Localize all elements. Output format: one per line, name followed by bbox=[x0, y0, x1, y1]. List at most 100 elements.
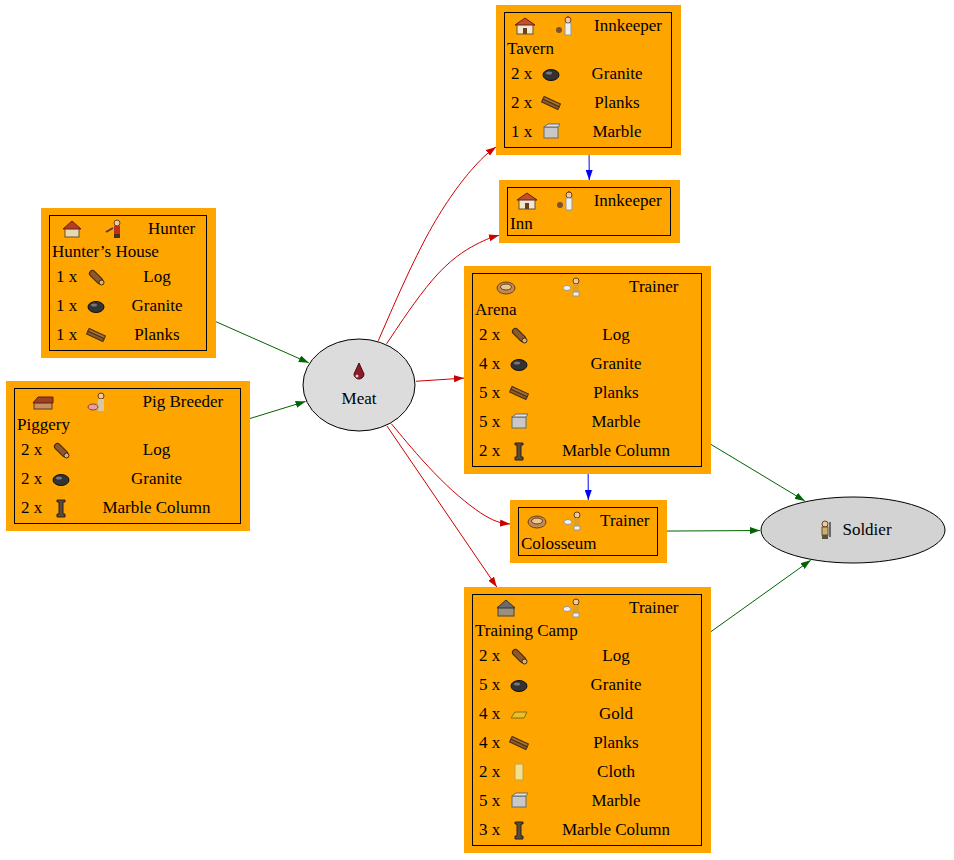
trainer-icon-part bbox=[573, 278, 579, 284]
cost-amount: 4 x bbox=[475, 733, 505, 753]
marble-icon bbox=[540, 121, 562, 143]
innkeeper-icon-part bbox=[556, 27, 562, 33]
soldier-icon bbox=[814, 519, 836, 541]
granite-icon-part bbox=[514, 682, 520, 685]
cost-row: 4 xGranite bbox=[475, 349, 699, 378]
cost-ware: Marble bbox=[533, 791, 699, 811]
cost-icon-cell bbox=[505, 703, 533, 725]
innkeeper-icon bbox=[554, 15, 576, 37]
marble-icon-part bbox=[512, 417, 526, 428]
log-icon-part bbox=[511, 327, 527, 343]
box-frame: TrainerTraining Camp2 xLog5 xGranite4 xG… bbox=[472, 594, 702, 846]
inn-icon-part bbox=[515, 18, 535, 25]
marble-icon-part bbox=[512, 796, 526, 807]
innkeeper-icon-part bbox=[565, 17, 571, 23]
cost-icon-cell bbox=[505, 382, 533, 404]
cost-row: 1 xPlanks bbox=[52, 320, 204, 349]
trainer-icon-part bbox=[573, 605, 579, 613]
cost-row: 2 xCloth bbox=[475, 757, 699, 786]
trainer-icon-part bbox=[573, 292, 579, 296]
cost-row: 5 x Marble bbox=[475, 786, 699, 815]
planks-icon bbox=[508, 382, 530, 404]
cost-row: 1 xGranite bbox=[52, 291, 204, 320]
box-frame: InnkeeperTavern2 xGranite2 xPlanks1 xMar… bbox=[504, 12, 672, 148]
innkeeper-icon-part bbox=[566, 192, 572, 198]
log-icon-part bbox=[511, 648, 527, 664]
cost-row: 5 xPlanks bbox=[475, 378, 699, 407]
ware-ellipse: Soldier bbox=[760, 496, 946, 564]
inn-icon-part bbox=[525, 203, 529, 209]
building-box: TrainerArena2 xLog4 xGranite5 xPlanks5 x… bbox=[464, 266, 711, 474]
worker-name: Trainer bbox=[629, 277, 678, 297]
box-header: Innkeeper bbox=[507, 14, 669, 38]
cost-amount: 2 x bbox=[17, 440, 47, 460]
cost-amount: 1 x bbox=[52, 296, 82, 316]
cost-icon-cell bbox=[82, 324, 110, 346]
building-name: Piggery bbox=[17, 414, 238, 435]
cost-amount: 2 x bbox=[475, 762, 505, 782]
ellipse-content: Meat bbox=[342, 361, 377, 409]
meat-icon-part bbox=[354, 363, 364, 379]
trainer-icon-part bbox=[573, 599, 579, 605]
cost-icon-cell bbox=[505, 761, 533, 783]
granite-icon-part bbox=[56, 476, 62, 479]
granite-icon bbox=[540, 63, 562, 85]
marble-icon-part bbox=[544, 127, 558, 138]
building-name: Colosseum bbox=[521, 533, 655, 554]
log-icon-part bbox=[522, 338, 527, 343]
cost-row: 4 xGold bbox=[475, 699, 699, 728]
trainer-icon-part bbox=[574, 512, 580, 518]
hunter-icon-part bbox=[114, 220, 120, 226]
column-icon-part bbox=[515, 822, 523, 839]
cost-row: 1 xLog bbox=[52, 262, 204, 291]
breeder-icon bbox=[87, 391, 109, 413]
cost-amount: 5 x bbox=[475, 383, 505, 403]
log-icon bbox=[85, 266, 107, 288]
flow-connector bbox=[216, 322, 309, 363]
flow-connector bbox=[711, 560, 811, 631]
soldier-icon-part bbox=[822, 527, 828, 535]
worker-name: Trainer bbox=[629, 598, 678, 618]
log-icon-part bbox=[64, 453, 69, 458]
hunter-icon-part bbox=[106, 228, 113, 232]
innkeeper-icon-part bbox=[568, 191, 570, 193]
arena-icon-part bbox=[528, 516, 546, 528]
building-name: Arena bbox=[475, 299, 699, 320]
cost-ware: Marble Column bbox=[533, 441, 699, 461]
cost-amount: 2 x bbox=[507, 93, 537, 113]
innkeeper-icon bbox=[555, 190, 577, 212]
trainer-icon-part bbox=[573, 284, 579, 292]
cloth-icon bbox=[508, 761, 530, 783]
arena-icon-part bbox=[497, 282, 515, 294]
camp-icon-part bbox=[497, 600, 515, 608]
trainer-icon-part bbox=[573, 613, 579, 617]
granite-icon bbox=[508, 674, 530, 696]
ware-ellipse: Meat bbox=[302, 338, 416, 432]
cost-row: 4 xPlanks bbox=[475, 728, 699, 757]
cost-icon-cell bbox=[505, 674, 533, 696]
cost-row: 5 xMarble bbox=[475, 407, 699, 436]
cost-ware: Granite bbox=[533, 675, 699, 695]
house-icon-part bbox=[63, 221, 81, 229]
granite-icon bbox=[50, 468, 72, 490]
cost-ware: Log bbox=[110, 267, 204, 287]
pigsty-icon bbox=[32, 391, 54, 413]
hunter-icon bbox=[104, 218, 126, 240]
cost-row: 3 xMarble Column bbox=[475, 815, 699, 844]
ellipse-outline bbox=[302, 338, 416, 432]
ware-name: Soldier bbox=[842, 520, 891, 540]
cost-icon-cell bbox=[505, 324, 533, 346]
cost-amount: 5 x bbox=[475, 791, 505, 811]
cost-amount: 1 x bbox=[507, 122, 537, 142]
innkeeper-icon-part bbox=[565, 23, 571, 35]
granite-icon-part bbox=[511, 680, 527, 691]
inn-icon-part bbox=[523, 28, 527, 34]
cost-ware: Granite bbox=[75, 469, 238, 489]
cost-icon-cell bbox=[505, 645, 533, 667]
cost-icon-cell bbox=[47, 497, 75, 519]
trainer-icon-part bbox=[574, 526, 580, 530]
cost-ware: Granite bbox=[533, 354, 699, 374]
cost-amount: 2 x bbox=[507, 64, 537, 84]
granite-icon-part bbox=[511, 359, 527, 370]
cost-amount: 2 x bbox=[475, 441, 505, 461]
